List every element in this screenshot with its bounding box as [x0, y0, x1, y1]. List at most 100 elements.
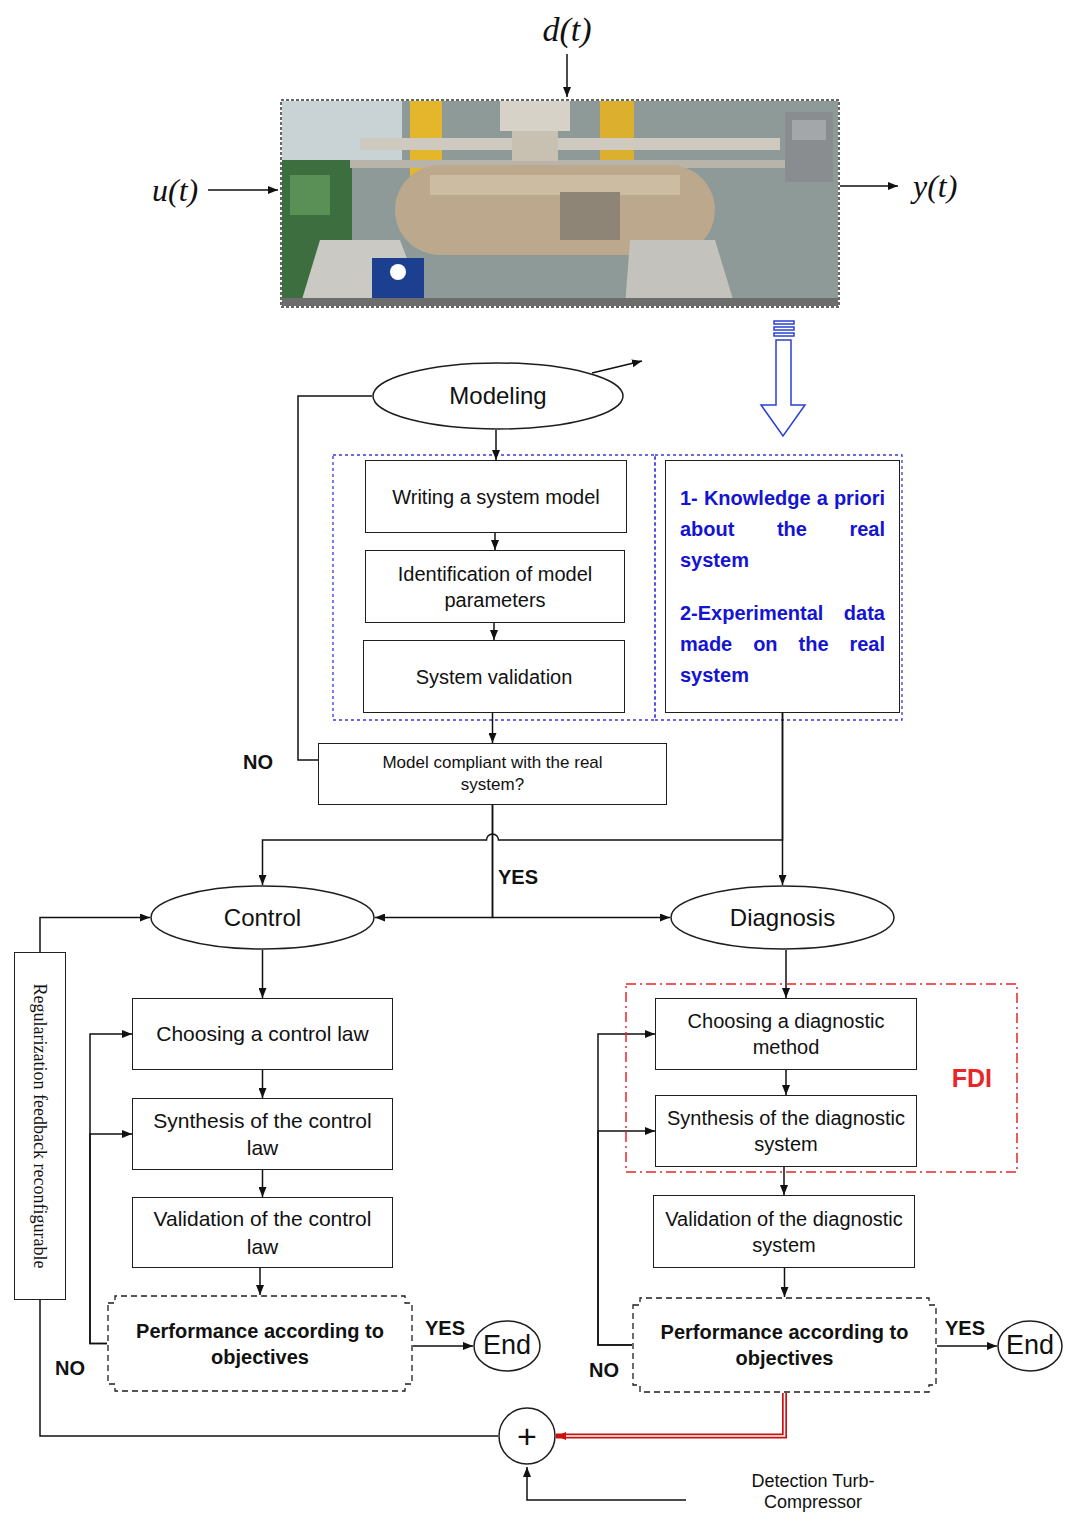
node-label: Validation of the control law [143, 1205, 382, 1260]
node-label: Performance according to objectives [135, 1318, 385, 1370]
compressor-photo [281, 100, 839, 307]
modeling-group-frame [333, 455, 655, 720]
photo-sky [282, 101, 402, 161]
photo-flange [500, 101, 570, 131]
node-label: Synthesis of the control law [143, 1107, 382, 1162]
double-connector [556, 1393, 785, 1436]
knowledge-group-frame [655, 455, 902, 720]
edge-label: NO [241, 751, 275, 773]
dashdot-outline [626, 984, 1017, 1172]
connector-arrow [262, 1070, 264, 1098]
edge-label: YES [943, 1317, 987, 1339]
photo-pipe [360, 138, 780, 150]
process-box: System validation [363, 640, 625, 713]
connector-arrow [259, 1268, 261, 1295]
signal-name: d(t) [543, 10, 592, 51]
photo-highlight [430, 175, 680, 195]
process-box: Choosing a control law [132, 998, 393, 1070]
node-label: Model compliant with the real system? [353, 752, 633, 796]
modeling-output-arrow [592, 361, 642, 373]
node-label: Diagnosis [730, 902, 835, 933]
process-box: Identification of model parameters [365, 550, 625, 623]
photo-flange [512, 131, 558, 161]
edge-label: NO [587, 1359, 621, 1381]
connector-arrow [40, 918, 498, 1437]
ellipse-outline [373, 363, 623, 429]
connector-arrow [785, 950, 787, 998]
input-arrow [208, 189, 278, 191]
process-box: Writing a system model [365, 460, 627, 533]
node-label: 2-Experimental data made on the real sys… [680, 598, 885, 691]
performance-check: Performance according to objectives [107, 1295, 413, 1392]
node-label: Writing a system model [392, 484, 599, 510]
photo-patch [560, 192, 620, 240]
edge-label: NO [53, 1357, 87, 1379]
process-box: Validation of the diagnostic system [653, 1195, 915, 1268]
connector-arrow [494, 533, 496, 550]
hollow-arrow-body [761, 340, 805, 436]
dashed-outline [108, 1296, 412, 1391]
end-terminal: End [473, 1320, 541, 1372]
photo-floor [282, 298, 838, 306]
node-label: Synthesis of the diagnostic system [666, 1105, 906, 1157]
connector-arrow [262, 1170, 264, 1197]
output-arrow [840, 185, 898, 187]
connector-arrow [263, 713, 783, 885]
hollow-arrow-stripe [774, 321, 794, 324]
ellipse-outline [998, 1321, 1062, 1371]
node-label: Choosing a control law [156, 1020, 368, 1047]
connector-arrow [493, 623, 495, 640]
photo-leg [625, 240, 735, 306]
perf-outline [107, 1295, 413, 1392]
connector-arrow [298, 396, 372, 760]
edge-label: YES [496, 866, 540, 888]
process-box: Synthesis of the diagnostic system [655, 1095, 917, 1167]
ellipse-outline [474, 1321, 540, 1371]
connector-arrow [784, 1268, 786, 1297]
process-ellipse: Control [150, 885, 375, 950]
connector-arrow [493, 805, 671, 918]
hollow-arrow-stripe [774, 327, 794, 330]
edge-label: YES [423, 1317, 467, 1339]
node-label: 1- Knowledge a priori about the real sys… [680, 483, 885, 576]
connector-arrow [782, 713, 784, 885]
connector-arrow [262, 950, 264, 998]
process-box: Synthesis of the control law [132, 1098, 393, 1170]
node-label: + [517, 1419, 537, 1453]
connector-arrow [375, 805, 493, 918]
connector-arrow [495, 430, 497, 460]
double-connector-inner [566, 1393, 785, 1436]
photo-frame [281, 100, 839, 307]
photo-sign-icon [390, 264, 406, 280]
photo-ground [282, 101, 838, 306]
node-label: End [483, 1328, 531, 1363]
input-arrow [566, 54, 568, 97]
fdi-region: FDI Choosing a diagnostic methodSynthesis… [625, 983, 1018, 1173]
ellipse-outline [151, 886, 374, 949]
photo-leg [300, 240, 425, 306]
node-label: End [1006, 1328, 1054, 1363]
connector-arrow [785, 1070, 787, 1095]
sum-junction: + [498, 1407, 556, 1465]
perf-outline [632, 1297, 937, 1393]
node-label: Modeling [449, 380, 546, 411]
detection-input-line [527, 1467, 686, 1500]
node-label: Performance according to objectives [660, 1319, 910, 1371]
connector-arrow [413, 1345, 473, 1347]
node-label: Choosing a diagnostic method [666, 1008, 906, 1060]
node-label: System validation [416, 664, 573, 690]
ellipse-outline [671, 886, 894, 949]
photo-sign [372, 258, 424, 298]
end-terminal: End [997, 1320, 1063, 1372]
connector-arrow [937, 1345, 997, 1347]
input-note: Detection Turb-Compressor [728, 1471, 898, 1514]
region-label: FDI [952, 1062, 992, 1095]
ellipse-outline [499, 1408, 555, 1464]
dashed-outline [633, 1298, 936, 1392]
node-label: Control [224, 902, 301, 933]
photo-junction-box [792, 120, 826, 140]
performance-check: Performance according to objectives [632, 1297, 937, 1393]
hollow-arrow [761, 321, 805, 436]
